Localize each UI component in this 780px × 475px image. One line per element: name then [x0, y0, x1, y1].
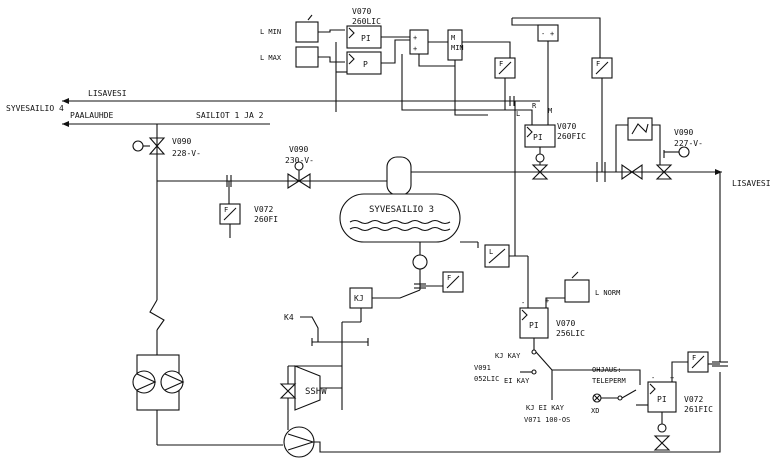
- label-v072-260fi-a: V072: [254, 205, 273, 214]
- label-v070-260fic-a: V070: [557, 122, 576, 131]
- label-syvesailio-4: SYVESAILIO 4: [6, 104, 64, 113]
- label-v090-230-b: 230-V-: [285, 156, 314, 165]
- label-l-max: L MAX: [260, 54, 282, 62]
- label-v072-261fic-b: 261FIC: [684, 405, 713, 414]
- svg-text:-: -: [651, 374, 655, 382]
- setpoint-l-min: L MIN: [260, 14, 345, 43]
- svg-text:L: L: [516, 110, 520, 118]
- f-block-261: F: [687, 351, 720, 373]
- svg-text:+: +: [550, 30, 554, 38]
- pump-pair: [132, 370, 185, 394]
- controller-v070-256lic: - + PI V070 256LIC: [519, 256, 585, 350]
- svg-text:+: +: [413, 45, 417, 53]
- paalauhde-line: PAALAUHDE SAILIOT 1 JA 2: [62, 111, 270, 127]
- svg-text:F: F: [224, 206, 228, 214]
- kj-block: KJ: [342, 287, 421, 323]
- svg-text:+: +: [413, 34, 417, 42]
- switch-ohjaus: OHJAUS: TELEPERM XD: [591, 366, 650, 415]
- svg-text:F: F: [499, 60, 503, 68]
- label-v091-b: 052LIC: [474, 375, 499, 383]
- f-block-2: F: [591, 57, 613, 172]
- valve-v090-228: V090 228-V-: [132, 137, 201, 158]
- label-v090-227-b: 227-V-: [674, 139, 703, 148]
- label-v070-260lic-b: 260LIC: [352, 17, 381, 26]
- label-v072-260fi-b: 260FI: [254, 215, 278, 224]
- svg-text:F: F: [692, 354, 696, 362]
- k4-input: K4: [284, 313, 319, 342]
- svg-text:M: M: [548, 107, 552, 115]
- f-block-tank: F: [442, 271, 464, 293]
- svg-text:KJ: KJ: [354, 294, 364, 303]
- controller-v072-261fic: PI - + V072 261FIC: [647, 361, 713, 451]
- svg-text:F: F: [596, 60, 600, 68]
- svg-text:PI: PI: [533, 133, 543, 142]
- left-pipe: [136, 124, 283, 446]
- label-v090-228-b: 228-V-: [172, 149, 201, 158]
- svg-text:R: R: [532, 102, 537, 110]
- label-ei-kay: EI KAY: [504, 377, 530, 385]
- controller-v070-260fic: L R M PI V070 260FIC: [516, 102, 586, 180]
- label-xd: XD: [591, 407, 599, 415]
- label-v090-230-a: V090: [289, 145, 308, 154]
- label-v070-260fic-b: 260FIC: [557, 132, 586, 141]
- svg-text:-: -: [541, 30, 545, 38]
- svg-text:P: P: [363, 60, 368, 69]
- label-v070-260lic-a: V070: [352, 7, 371, 16]
- label-l-min: L MIN: [260, 28, 281, 36]
- label-sshw: SSHW: [305, 387, 327, 397]
- label-ohjaus: OHJAUS:: [592, 366, 622, 374]
- svg-text:M: M: [451, 34, 455, 42]
- label-l-norm: L NORM: [595, 289, 620, 297]
- setpoint-l-max: L MAX: [260, 46, 345, 68]
- svg-text:PI: PI: [657, 395, 667, 404]
- svg-text:+: +: [545, 297, 549, 305]
- label-kj-ei-kay: KJ EI KAY: [526, 404, 565, 412]
- label-v071-100: V071 100-OS: [524, 416, 570, 424]
- sum-block: + +: [409, 29, 455, 67]
- switch-kj: KJ KAY V091 052LIC EI KAY KJ EI KAY V071…: [474, 349, 641, 424]
- label-v070-256lic-a: V070: [556, 319, 575, 328]
- label-kj-kay: KJ KAY: [495, 352, 521, 360]
- label-teleperm: TELEPERM: [592, 377, 626, 385]
- label-syvesailio-3: SYVESAILIO 3: [369, 205, 434, 215]
- svg-text:L: L: [489, 248, 493, 256]
- label-v091-a: V091: [474, 364, 491, 372]
- diff-block: - +: [511, 17, 601, 125]
- label-v090-227-a: V090: [674, 128, 693, 137]
- svg-text:-: -: [521, 299, 525, 307]
- right-flow-line: LISAVESI V090 227-V-: [411, 96, 771, 367]
- f-block-1: F: [494, 57, 516, 101]
- label-k4: K4: [284, 313, 294, 322]
- feed-line: [157, 175, 390, 204]
- label-lisavesi-left: LISAVESI: [88, 89, 127, 98]
- label-lisavesi-right: LISAVESI: [732, 179, 771, 188]
- valve-v090-230: V090 230-V-: [285, 145, 314, 190]
- label-v072-261fic-a: V072: [684, 395, 703, 404]
- lisavesi-left-line: LISAVESI: [62, 89, 540, 104]
- setpoint-l-norm: L NORM: [564, 271, 620, 303]
- label-sailiot-1-ja-2: SAILIOT 1 JA 2: [196, 111, 264, 120]
- svg-text:PI: PI: [529, 321, 539, 330]
- main-pump: [283, 372, 721, 458]
- label-v090-228-a: V090: [172, 137, 191, 146]
- label-v070-256lic-b: 256LIC: [556, 329, 585, 338]
- sshw-block: SSHW: [279, 322, 369, 430]
- l-block-tank: L: [484, 244, 528, 268]
- svg-text:MIN: MIN: [451, 44, 464, 52]
- tank-syvesailio-3: SYVESAILIO 3: [339, 156, 479, 290]
- controller-v070-260lic: V070 260LIC PI P: [335, 7, 410, 112]
- svg-text:F: F: [447, 274, 451, 282]
- svg-text:PI: PI: [361, 34, 371, 43]
- label-paalauhde: PAALAUHDE: [70, 111, 114, 120]
- fi-v072-260: F V072 260FI: [219, 203, 278, 238]
